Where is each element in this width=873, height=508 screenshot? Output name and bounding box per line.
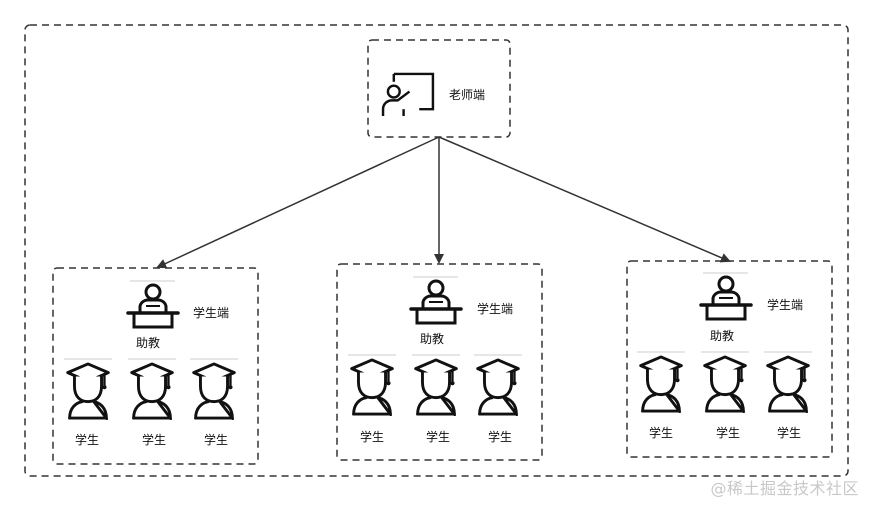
arrow-to-group-3 (438, 136, 731, 263)
graduation-cap-student-icon (639, 355, 683, 413)
group-3-student-2-label: 学生 (716, 426, 741, 440)
group-2-assistant-label: 助教 (420, 332, 445, 346)
graduation-cap-student-icon (192, 362, 236, 420)
graduation-cap-student-icon (476, 358, 520, 416)
graduation-cap-student-icon (703, 355, 747, 413)
teacher-at-board-icon (381, 72, 435, 117)
desk-person-icon (126, 283, 180, 329)
desk-person-icon (409, 279, 463, 325)
group-2-student-2-label: 学生 (426, 430, 451, 444)
teacher-label: 老师端 (449, 88, 486, 102)
group-2-label: 学生端 (477, 302, 514, 316)
group-box-1 (52, 267, 259, 465)
graduation-cap-student-icon (66, 362, 110, 420)
icon-separators (64, 272, 812, 360)
group-box-3 (626, 260, 833, 458)
graduation-cap-student-icon (766, 355, 810, 413)
group-2-student-3-label: 学生 (488, 430, 513, 444)
group-1-student-2-label: 学生 (142, 433, 167, 447)
group-2-student-1-label: 学生 (360, 430, 385, 444)
graduation-cap-student-icon (130, 362, 174, 420)
graduation-cap-student-icon (414, 358, 458, 416)
arrow-to-group-1 (156, 136, 440, 269)
group-box-2 (336, 263, 543, 461)
group-1-student-1-label: 学生 (75, 433, 100, 447)
group-3-assistant-label: 助教 (710, 329, 735, 343)
group-1-student-3-label: 学生 (204, 433, 229, 447)
outer-container (24, 24, 849, 477)
group-1-assistant-label: 助教 (136, 336, 161, 350)
group-1-label: 学生端 (193, 306, 230, 320)
group-3-label: 学生端 (767, 298, 804, 312)
group-3-student-3-label: 学生 (777, 426, 802, 440)
graduation-cap-student-icon (350, 358, 394, 416)
group-3-student-1-label: 学生 (649, 426, 674, 440)
desk-person-icon (699, 275, 753, 321)
watermark: @稀土掘金技术社区 (710, 479, 859, 498)
